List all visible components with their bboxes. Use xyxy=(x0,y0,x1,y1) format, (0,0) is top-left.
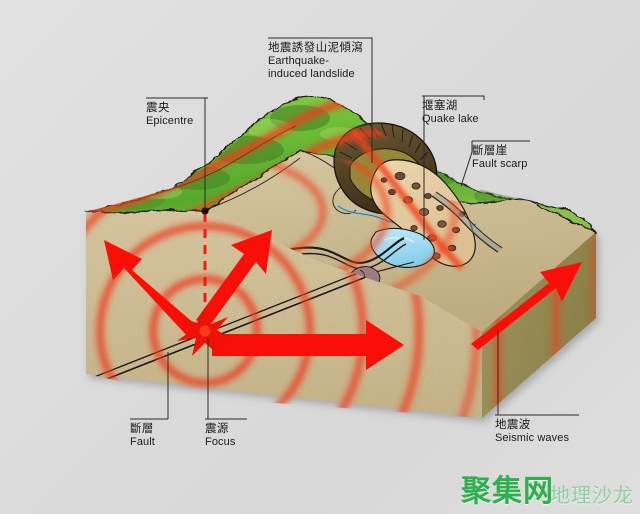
label-epicentre-en: Epicentre xyxy=(146,114,194,127)
watermark-primary: 聚集网 xyxy=(461,474,554,509)
label-seismic-waves[interactable]: 地震波 Seismic waves xyxy=(495,417,570,445)
wave-rings-top xyxy=(205,150,459,332)
label-landslide-en: Earthquake-induced landslide xyxy=(268,54,355,80)
lake-highlight xyxy=(383,236,415,243)
seismic-arrows xyxy=(104,230,582,370)
label-fault[interactable]: 斷層 Fault xyxy=(130,421,155,449)
label-quake-lake-zh: 堰塞湖 xyxy=(422,98,458,112)
label-rules xyxy=(130,37,577,420)
arrow-rightface-up xyxy=(471,262,582,350)
label-epicentre[interactable]: 震央 Epicentre xyxy=(146,100,194,128)
grass-slope xyxy=(85,95,597,233)
label-fault-en: Fault xyxy=(130,435,155,448)
label-quake-lake-en: Quake lake xyxy=(422,112,479,125)
label-focus-zh: 震源 xyxy=(205,421,229,435)
label-fault-scarp-zh: 斷層崖 xyxy=(472,143,508,157)
fault-scarp xyxy=(431,191,503,253)
arrow-right xyxy=(212,320,404,370)
label-seismic-waves-en: Seismic waves xyxy=(495,431,570,444)
label-seismic-waves-zh: 地震波 xyxy=(495,417,531,431)
arrow-upright xyxy=(196,230,272,328)
label-landslide-zh: 地震誘發山泥傾瀉 xyxy=(268,40,364,54)
label-fault-zh: 斷層 xyxy=(130,421,154,435)
watermark: 聚集网 地理沙龙 xyxy=(461,466,634,510)
focus-marker xyxy=(177,307,233,356)
label-focus-en: Focus xyxy=(205,435,236,448)
block-front-face xyxy=(86,210,482,418)
label-focus[interactable]: 震源 Focus xyxy=(205,421,236,449)
fault-scarp-face xyxy=(432,192,502,252)
focus-and-epicentre xyxy=(177,207,233,356)
label-landslide[interactable]: 地震誘發山泥傾瀉 Earthquake-induced landslide xyxy=(268,40,364,81)
wave-band-landslide xyxy=(349,127,465,271)
label-quake-lake[interactable]: 堰塞湖 Quake lake xyxy=(422,98,479,126)
label-fault-scarp-en: Fault scarp xyxy=(472,157,528,170)
label-epicentre-zh: 震央 xyxy=(146,100,170,114)
label-fault-scarp[interactable]: 斷層崖 Fault scarp xyxy=(472,143,528,171)
watermark-secondary: 地理沙龙 xyxy=(550,483,634,507)
arrow-upleft xyxy=(104,240,196,337)
